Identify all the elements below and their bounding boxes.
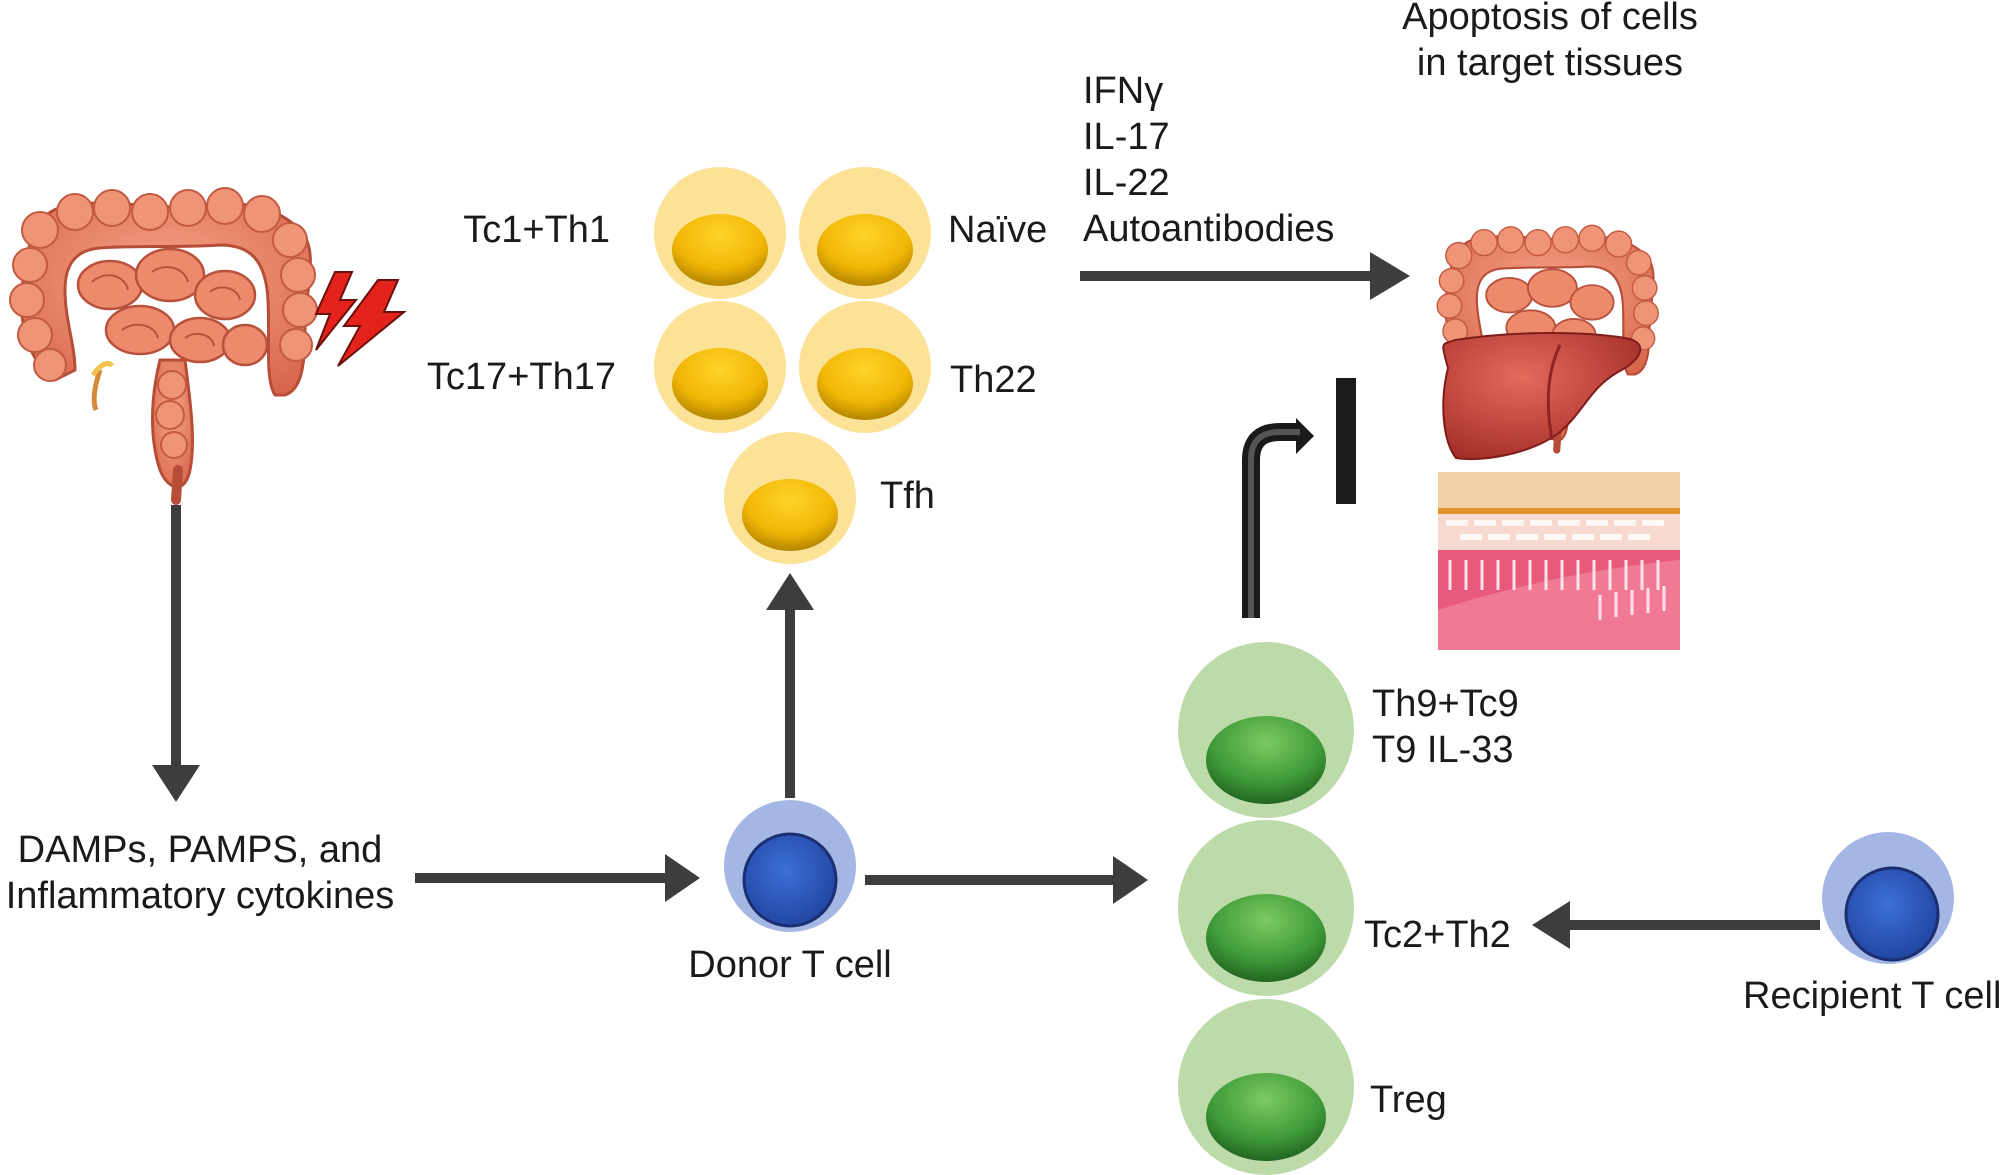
cytokine-il22: IL-22 [1083,162,1170,204]
label-donor-t-cell: Donor T cell [688,944,892,986]
liver-icon [1442,332,1642,461]
cell-tfh [724,432,856,564]
arrow-gut-to-damps [152,505,200,802]
arrow-cytokines-to-target [1080,252,1410,300]
label-tfh: Tfh [880,475,935,517]
cytokine-autoantibodies: Autoantibodies [1083,208,1335,250]
label-tc1-th1: Tc1+Th1 [463,209,610,251]
label-naive: Naïve [948,209,1048,251]
label-damps: DAMPs, PAMPS, and Inflammatory cytokines [5,829,395,917]
label-apoptosis: Apoptosis of cells in target tissues [1402,0,1698,84]
arrow-donor-to-regulatory [865,856,1148,904]
intestine-icon [9,187,318,505]
cell-tc17-th17 [654,301,786,433]
cell-recipient-t [1822,832,1954,964]
arrow-damps-to-donor [415,854,700,902]
label-tc17-th17: Tc17+Th17 [426,356,616,398]
cell-th22 [799,301,931,433]
label-recipient-t-cell: Recipient T cell [1743,975,2002,1017]
arrow-recipient-to-tc2 [1532,901,1820,949]
label-cytokines: IFNγ IL-17 IL-22 Autoantibodies [1083,68,1334,252]
label-tc2-th2: Tc2+Th2 [1364,914,1511,956]
lightning-icon [314,271,407,367]
inhibition-bar-icon [1242,378,1356,618]
cytokine-ifng: IFNγ [1083,70,1164,112]
label-th9-tc9: Th9+Tc9 T9 IL-33 [1372,683,1519,771]
arrow-donor-to-effector [766,573,814,798]
cell-treg [1178,999,1354,1175]
cytokine-il17: IL-17 [1083,116,1170,158]
cell-naive [799,167,931,299]
cell-th9-tc9 [1178,642,1354,818]
skin-tissue-icon [1438,472,1680,650]
cell-tc2-th2 [1178,820,1354,996]
cell-tc1-th1 [654,167,786,299]
cell-donor-t [724,800,856,932]
label-th22: Th22 [950,359,1037,401]
label-treg: Treg [1370,1079,1447,1121]
